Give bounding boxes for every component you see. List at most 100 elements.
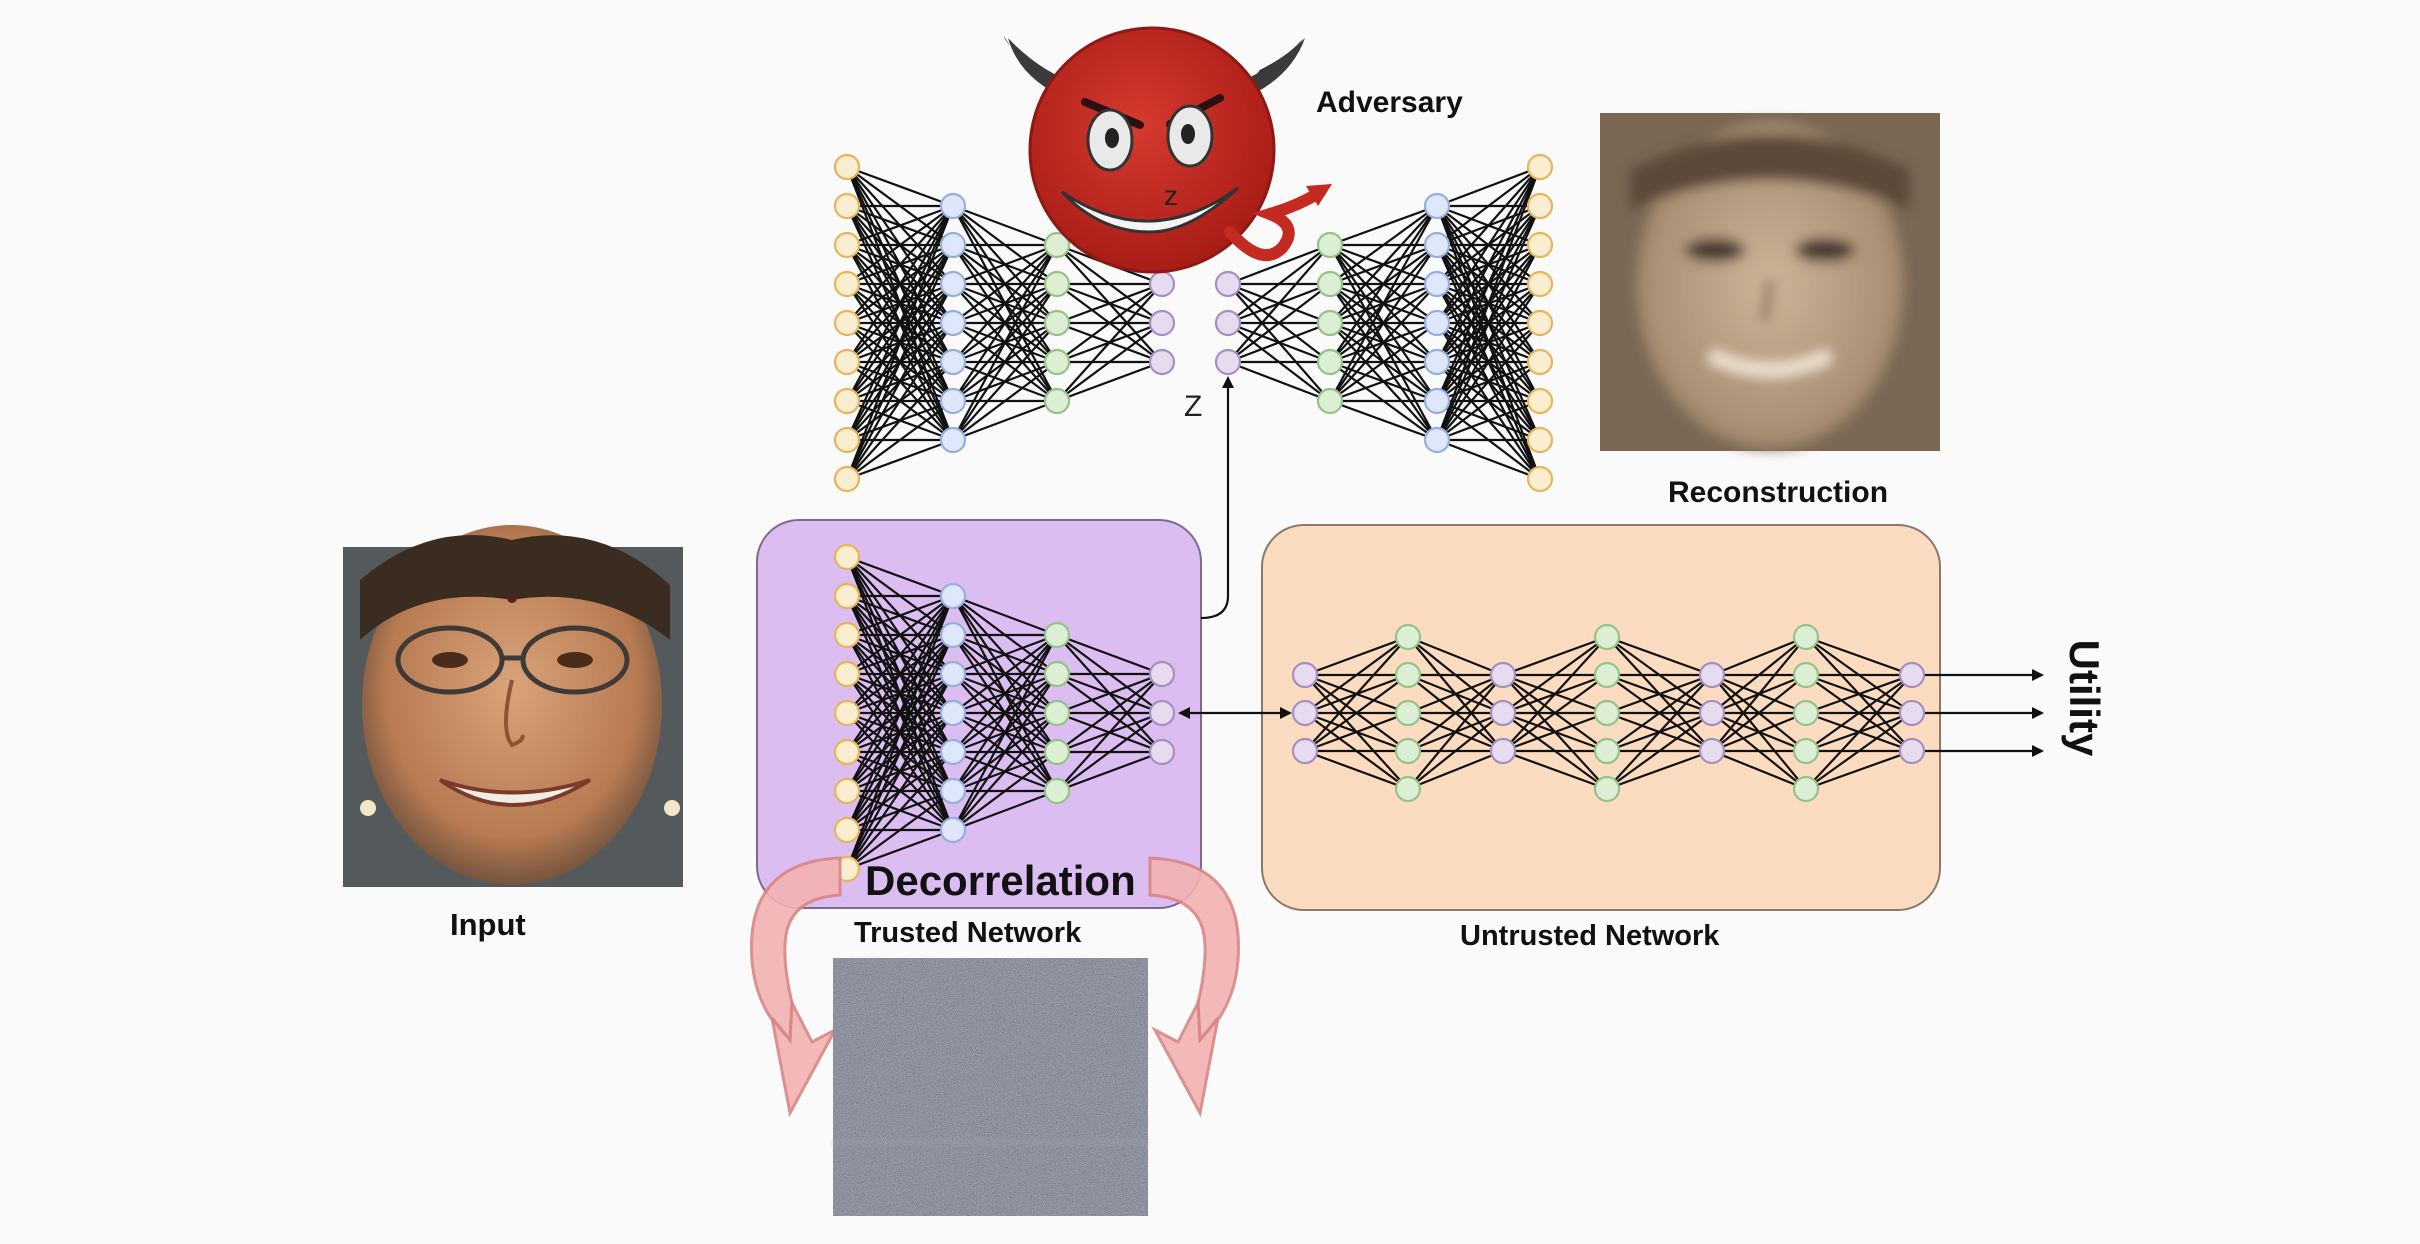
- adversary-encoder-node: [833, 153, 861, 181]
- untrusted-network-edge: [1304, 635, 1409, 677]
- untrusted-network-label: Untrusted Network: [1460, 920, 1720, 952]
- adversary-encoder-edge: [952, 243, 1058, 286]
- untrusted-network-edge: [1805, 673, 1913, 715]
- adversary-encoder-edge: [952, 244, 1058, 441]
- adversary-decoder-node: [1526, 426, 1554, 454]
- untrusted-network-edge: [1805, 674, 1913, 752]
- adversary-encoder-edge: [846, 361, 954, 480]
- trusted-encoder-edge: [1056, 712, 1163, 792]
- untrusted-network-edge: [1407, 712, 1504, 790]
- adversary-encoder-node: [833, 231, 861, 259]
- untrusted-network-edge: [1502, 635, 1608, 677]
- adversary-decoder-node: [1316, 309, 1344, 337]
- adversary-encoder-edge: [1056, 283, 1163, 402]
- adversary-encoder-node: [833, 465, 861, 493]
- untrusted-network-node: [1394, 775, 1422, 803]
- adversary-decoder-node: [1423, 309, 1451, 337]
- reconstruction-label: Reconstruction: [1668, 476, 1888, 509]
- untrusted-network-edge: [1711, 635, 1807, 677]
- untrusted-network-node: [1593, 699, 1621, 727]
- trusted-encoder-edge: [845, 595, 955, 831]
- trusted-encoder-node: [833, 777, 861, 805]
- adversary-encoder-node: [833, 192, 861, 220]
- untrusted-network-edge: [1502, 674, 1608, 752]
- trusted-encoder-node: [939, 621, 967, 649]
- adversary-decoder-node: [1214, 348, 1242, 376]
- adversary-decoder-node: [1423, 426, 1451, 454]
- utility-label: Utility: [2061, 640, 2108, 757]
- trusted-encoder-node: [939, 738, 967, 766]
- adversary-decoder-edge: [1329, 360, 1438, 403]
- trusted-encoder-edge: [952, 751, 1058, 831]
- adversary-encoder-edge: [1056, 322, 1163, 402]
- trusted-encoder-edge: [1056, 672, 1163, 715]
- trusted-encoder-node: [1148, 738, 1176, 766]
- adversary-decoder-node: [1526, 465, 1554, 493]
- adversary-decoder-edge: [1227, 243, 1331, 286]
- untrusted-network-edge: [1805, 712, 1913, 790]
- adversary-encoder-edge: [952, 322, 1058, 441]
- untrusted-network-node: [1489, 661, 1517, 689]
- adversary-encoder-node: [939, 192, 967, 220]
- untrusted-network-edge: [1606, 749, 1713, 791]
- untrusted-network-node: [1698, 699, 1726, 727]
- untrusted-network-edge: [1711, 711, 1807, 753]
- untrusted-network-edge: [1711, 749, 1807, 791]
- untrusted-network-node: [1593, 661, 1621, 689]
- adversary-encoder-node: [1043, 309, 1071, 337]
- adversary-decoder-edge: [1227, 321, 1331, 364]
- adversary-encoder-edge: [846, 204, 954, 247]
- adversary-encoder-edge: [846, 205, 954, 402]
- adversary-encoder-edge: [846, 322, 954, 480]
- trusted-encoder-node: [939, 660, 967, 688]
- latent-z-label-bottom: Z: [1184, 390, 1202, 423]
- adversary-encoder-edge: [846, 400, 954, 480]
- adversary-decoder-node: [1526, 387, 1554, 415]
- adversary-decoder-node: [1526, 348, 1554, 376]
- trusted-encoder-edge: [846, 595, 954, 675]
- adversary-encoder-edge: [845, 244, 955, 480]
- untrusted-network-edge: [1502, 636, 1608, 752]
- adversary-encoder-node: [833, 270, 861, 298]
- untrusted-network-edge: [1304, 749, 1409, 791]
- adversary-encoder-edge: [1056, 360, 1163, 403]
- untrusted-network-edge: [1711, 636, 1807, 714]
- trusted-encoder-edge: [846, 828, 954, 871]
- adversary-encoder-node: [1148, 270, 1176, 298]
- adversary-encoder-node: [833, 348, 861, 376]
- adversary-encoder-edge: [952, 399, 1058, 442]
- trusted-encoder-node: [1043, 738, 1071, 766]
- untrusted-network-node: [1291, 737, 1319, 765]
- trusted-encoder-node: [833, 543, 861, 571]
- adversary-encoder-node: [1043, 348, 1071, 376]
- adversary-encoder-node: [1148, 348, 1176, 376]
- trusted-encoder-edge: [952, 594, 1058, 637]
- untrusted-network-edge: [1805, 674, 1913, 790]
- adversary-label: Adversary: [1316, 86, 1463, 119]
- trusted-encoder-node: [833, 582, 861, 610]
- untrusted-network-node: [1489, 699, 1517, 727]
- untrusted-network-edge: [1304, 711, 1409, 753]
- adversary-decoder-node: [1526, 231, 1554, 259]
- adversary-decoder-node: [1423, 387, 1451, 415]
- adversary-decoder-node: [1423, 270, 1451, 298]
- adversary-encoder-edge: [846, 205, 954, 285]
- reconstruction-face-photo: [1600, 113, 1940, 451]
- adversary-encoder-node: [1043, 231, 1071, 259]
- trusted-encoder-node: [1043, 699, 1071, 727]
- adversary-encoder-edge: [952, 283, 1058, 441]
- trusted-encoder-node: [1043, 660, 1071, 688]
- untrusted-network-node: [1291, 661, 1319, 689]
- trusted-encoder-edge: [846, 751, 954, 870]
- untrusted-network-node: [1291, 699, 1319, 727]
- adversary-decoder-node: [1526, 270, 1554, 298]
- untrusted-network-node: [1593, 623, 1621, 651]
- trusted-encoder-edge: [846, 673, 954, 870]
- untrusted-network-edge: [1407, 749, 1504, 791]
- trusted-encoder-edge: [1056, 750, 1163, 793]
- trusted-encoder-edge: [846, 555, 954, 598]
- trusted-encoder-edge: [845, 595, 955, 870]
- trusted-encoder-edge: [952, 634, 1058, 714]
- adversary-decoder-edge: [1329, 322, 1438, 402]
